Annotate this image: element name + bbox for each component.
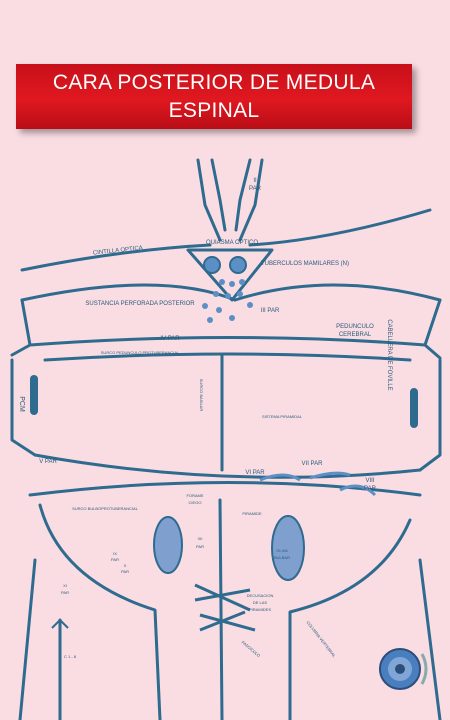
label-surco-pedunculo: SURCO PEDUNCULO PROTUBERANCIAL (101, 350, 180, 355)
pons-right-edge (418, 358, 442, 472)
label-x-par-a: X (124, 563, 127, 568)
mamillary-body-left (203, 256, 221, 274)
label-sistema-piramidal: SISTEMA PIRAMIDAL (262, 414, 303, 419)
label-pedunculo-b: CEREBRAL (339, 332, 372, 338)
label-xi-par-a: XI (63, 583, 67, 588)
label-iv-par: IV PAR (160, 336, 180, 342)
label-decusacion-c: PIRAMIDES (249, 607, 271, 612)
label-oliva-b: BULBAR (274, 555, 290, 560)
optic-nerve-right (238, 158, 264, 242)
label-viii-par-b: PAR (364, 486, 377, 492)
viii-par-arc (339, 484, 377, 497)
label-ix-par-a: IX (113, 551, 117, 556)
peduncle-outline-right (423, 298, 442, 360)
label-sustancia: SUSTANCIA PERFORADA POSTERIOR (85, 301, 195, 307)
label-ix-par-b: PAR (111, 557, 119, 562)
medulla-outline-left (38, 503, 162, 720)
perforated-substance-dots (202, 279, 253, 323)
label-agujero-a: FORAME (186, 493, 203, 498)
speaker-icon[interactable] (376, 640, 432, 698)
label-decusacion-a: DECUSACION (247, 593, 274, 598)
medulla-top (28, 481, 422, 497)
optic-nerve-left-inner (210, 158, 227, 232)
pons-bottom (33, 453, 422, 479)
label-xii-par-b: PAR (196, 544, 204, 549)
cerebral-right-curve (233, 283, 442, 302)
anterior-median-fissure (218, 498, 224, 720)
vi-par-arc (259, 473, 301, 482)
label-decusacion-b: DE LAS (253, 600, 268, 605)
optic-tract-right (248, 208, 432, 247)
label-iii-par: III PAR (261, 308, 280, 314)
pons-left-edge (10, 358, 37, 457)
label-vi-par: VI PAR (245, 470, 265, 476)
label-ii-par-b: PAR (249, 186, 262, 192)
label-quiasma-optico: QUIASMA OPTICO (206, 240, 258, 246)
pyramidal-decussation (194, 583, 256, 632)
optic-tract-left (20, 243, 212, 272)
peduncle-outline-left (10, 298, 32, 357)
optic-nerve-left (196, 158, 222, 242)
label-xi-par-b: PAR (61, 590, 69, 595)
label-x-par-b: PAR (121, 569, 129, 574)
label-cintilla-optica: CINTILLA OPTICA (93, 245, 143, 256)
label-surco-bulbo: SURCO BULBOPROTUBERANCIAL (72, 506, 139, 511)
olive-right (271, 515, 305, 581)
label-agujero-b: CIEGO (189, 500, 202, 505)
title-banner: CARA POSTERIOR DE MEDULA ESPINAL (16, 64, 412, 129)
title-line-1: CARA POSTERIOR DE MEDULA (52, 71, 376, 94)
label-columna: COLUMNA VERTEBRAL (305, 620, 337, 659)
up-arrow (51, 619, 69, 629)
optic-nerve-right-inner (234, 158, 252, 232)
label-ii-par-a: II (253, 178, 257, 184)
label-surco-basilar: SURCO BASILAR (199, 379, 204, 412)
pcm-left (30, 375, 38, 415)
label-pcm: PCM (18, 396, 25, 412)
label-tuberculos: TUBERCULOS MAMILARES (N) (261, 261, 349, 267)
label-pedunculo-a: PEDUNCULO (336, 324, 374, 330)
label-c1: C 1 - 8 (64, 654, 77, 659)
label-v-par: V PAR (39, 459, 57, 465)
mamillary-body-right (229, 256, 247, 274)
cerebral-left-curve (20, 283, 237, 302)
medulla-outline-right (288, 518, 412, 720)
label-viii-par-a: VIII (365, 478, 374, 484)
label-xii-par-a: XII (198, 536, 203, 541)
vertebral-right (418, 558, 442, 720)
label-oliva-a: OLIVA (276, 548, 288, 553)
label-cabeza-fovilla: CABELLERA DE FOVILLE (386, 319, 392, 390)
vertebral-left (18, 558, 37, 720)
olive-left (153, 516, 183, 574)
pons-mid-band (43, 352, 412, 362)
pcm-right (410, 388, 418, 428)
label-piramide: PIRAMIDE (242, 511, 262, 516)
label-fasciculo: FASCICULO (241, 640, 262, 658)
vii-par-arc (309, 471, 351, 480)
label-vii-par: VII PAR (302, 461, 324, 467)
title-line-2: ESPINAL (168, 99, 260, 122)
pons-top (28, 336, 427, 347)
tuber-region (186, 248, 274, 302)
